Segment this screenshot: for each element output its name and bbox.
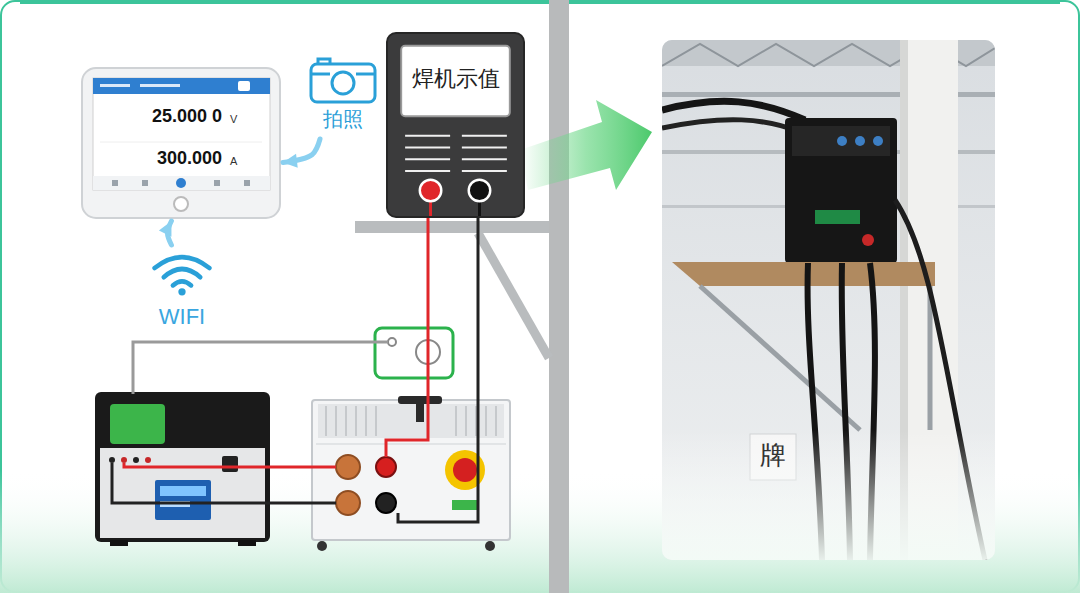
arrow-connector <box>283 139 320 163</box>
nav-icon <box>214 180 220 186</box>
voltage-unit: V <box>230 113 237 126</box>
power-socket <box>222 456 238 472</box>
top-accent <box>20 0 1060 4</box>
jack <box>145 457 151 463</box>
top-handle <box>398 396 442 404</box>
jack <box>133 457 139 463</box>
header-icon <box>238 81 250 91</box>
black-wire <box>112 463 336 503</box>
calibrator-panel <box>100 448 265 538</box>
photo-shelf <box>672 262 935 286</box>
wheel <box>485 541 495 551</box>
vent-slots <box>326 406 496 436</box>
camera-node: 拍照 <box>300 52 386 136</box>
jack <box>109 457 115 463</box>
clamp-port <box>388 338 396 346</box>
home-button <box>174 197 188 211</box>
tablet-screen <box>93 78 270 190</box>
voltage-reading: 25.000 0 <box>152 106 222 127</box>
top-handle <box>416 404 424 422</box>
red-terminal <box>420 180 442 202</box>
wifi-arc <box>173 281 191 285</box>
black-terminal <box>376 493 396 513</box>
tablet-body <box>82 68 280 218</box>
cable <box>662 101 805 120</box>
screen-header <box>93 78 270 94</box>
nav-icon <box>244 180 250 186</box>
knob <box>837 136 847 146</box>
wifi-node: WIFI <box>138 248 226 332</box>
calibrator-screen-row <box>160 486 206 496</box>
screen-divider <box>100 142 262 143</box>
black-terminal <box>469 180 491 202</box>
shelf-strut <box>700 286 860 430</box>
jack <box>121 457 127 463</box>
camera-body <box>311 64 375 102</box>
sensor-wire <box>133 342 388 394</box>
photo-ground <box>662 40 995 560</box>
foot <box>238 540 256 546</box>
screen-nav <box>93 176 270 190</box>
camera-lens <box>332 72 354 94</box>
welder-grill <box>405 136 507 171</box>
welder-unit: 焊机示值 <box>386 32 525 218</box>
welder-tag <box>815 210 860 224</box>
copper-terminal <box>336 455 360 479</box>
wifi-dot <box>178 288 185 295</box>
terminal <box>862 234 874 246</box>
wheel <box>317 541 327 551</box>
arrow-connector <box>167 221 171 245</box>
wifi-arc <box>164 269 201 277</box>
nav-icon <box>142 180 148 186</box>
header-mark <box>140 84 180 87</box>
black-wire <box>398 218 478 522</box>
estop-button <box>453 458 477 482</box>
header-mark <box>100 84 130 87</box>
divider-pole <box>549 0 569 593</box>
photo-fade <box>662 430 995 560</box>
brand-mark <box>452 500 478 510</box>
shelf-beam <box>355 221 549 233</box>
welder-housing <box>388 34 523 216</box>
wifi-arc <box>155 257 210 268</box>
vent-grill <box>318 404 504 438</box>
calibrator-screen <box>155 480 211 520</box>
current-clamp <box>375 328 453 378</box>
red-wire <box>386 218 428 457</box>
red-wire <box>124 463 336 467</box>
current-unit: A <box>230 155 237 168</box>
camera-band <box>356 73 375 76</box>
photo-label: 拍照 <box>300 108 386 131</box>
tablet-display: 25.000 0 V 300.000 A <box>82 68 280 218</box>
nav-icon <box>112 180 118 186</box>
site-photo <box>662 40 995 560</box>
knob <box>855 136 865 146</box>
shelf-brace <box>478 233 549 358</box>
nav-icon <box>176 178 186 188</box>
sign-character: 牌 <box>750 438 796 473</box>
foot <box>110 540 128 546</box>
pointer-arrow <box>520 100 652 190</box>
current-reading: 300.000 <box>157 148 222 169</box>
copper-terminal <box>336 491 360 515</box>
camera-band <box>311 73 330 76</box>
red-terminal <box>376 457 396 477</box>
welder-panel <box>792 126 890 156</box>
wifi-label: WIFI <box>138 304 226 329</box>
cable <box>662 120 800 132</box>
photo-welder <box>785 118 897 263</box>
load-bank-body <box>312 400 510 540</box>
camera-top <box>318 59 330 64</box>
calibrator-handle <box>110 404 165 444</box>
welder-display-text: 焊机示值 <box>388 66 523 91</box>
knob <box>873 136 883 146</box>
